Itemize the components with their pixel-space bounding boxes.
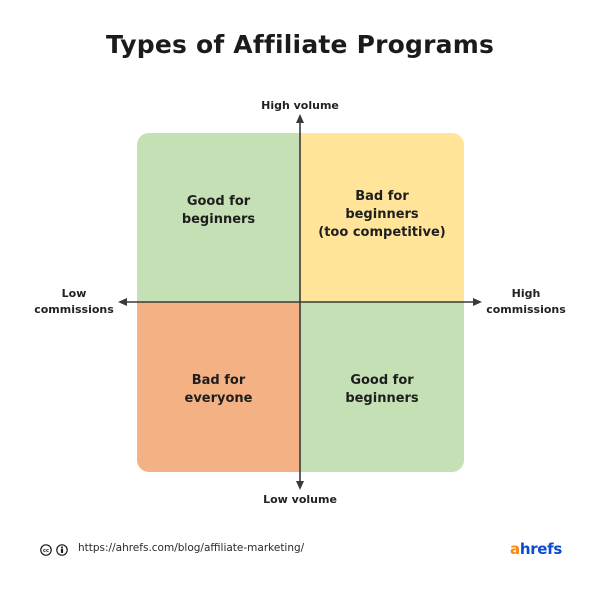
quadrant-bottom-left: Bad for everyone <box>137 302 300 472</box>
arrow-up-icon <box>296 114 304 123</box>
quadrant-matrix: Good for beginners Bad for beginners (to… <box>137 133 464 472</box>
chart-title: Types of Affiliate Programs <box>105 30 495 59</box>
quadrant-top-left-text: Good for beginners <box>181 193 256 227</box>
attribution-icon <box>56 544 68 556</box>
axis-label-low-commissions: Low commissions <box>34 287 114 316</box>
logo-letter-a: a <box>510 540 520 558</box>
quadrant-bottom-left-text: Bad for everyone <box>184 373 253 406</box>
svg-text:cc: cc <box>43 548 49 554</box>
quadrant-bottom-right-text: Good for beginners <box>345 373 419 406</box>
axis-label-high-commissions: High commissions <box>486 287 566 316</box>
source-url[interactable]: https://ahrefs.com/blog/affiliate-market… <box>78 542 305 554</box>
license-icons: cc <box>40 544 68 556</box>
creative-commons-icon: cc <box>40 544 52 556</box>
arrow-down-icon <box>296 481 304 490</box>
quadrant-top-right-text: Bad for beginners (too competitive) <box>318 188 446 240</box>
logo-letters-hrefs: hrefs <box>519 540 563 558</box>
axis-label-high-volume: High volume <box>261 99 339 112</box>
quadrant-bottom-right: Good for beginners <box>300 302 464 472</box>
ahrefs-logo: ahrefs <box>510 540 562 558</box>
quadrant-top-left: Good for beginners <box>137 133 300 302</box>
axis-label-low-volume: Low volume <box>263 493 337 506</box>
quadrant-top-right: Bad for beginners (too competitive) <box>300 133 464 302</box>
